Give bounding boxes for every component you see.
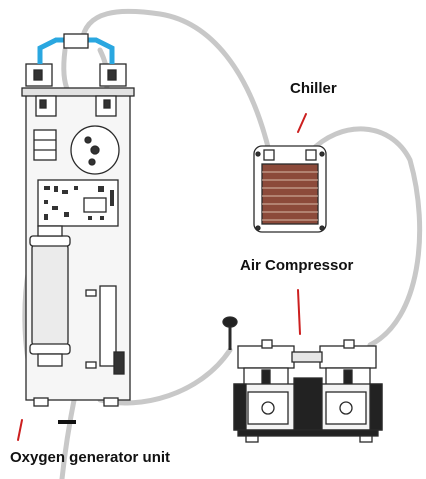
label-pointers <box>17 113 307 441</box>
transformer <box>33 129 57 161</box>
sieve-bed <box>31 243 69 347</box>
air-compressor-label: Air Compressor <box>240 257 354 274</box>
tube-generator-to-chiller <box>79 8 273 158</box>
fitting-blue-right <box>88 37 115 64</box>
generator-top-bracket <box>21 87 135 97</box>
pointer-oxygen-generator <box>17 419 23 441</box>
tube-outlet <box>59 392 78 479</box>
oxygen-generator-unit <box>21 33 135 424</box>
fitting-blue-left <box>37 37 64 64</box>
tee-fitting <box>63 33 89 49</box>
compressor-base <box>237 429 379 437</box>
chiller-fins <box>261 163 319 225</box>
air-compressor <box>222 316 383 443</box>
side-regulator <box>99 285 117 367</box>
compressor-head-left <box>237 345 295 369</box>
pointer-chiller <box>297 113 307 133</box>
pointer-compressor <box>297 289 301 335</box>
oxygen-generator-label: Oxygen generator unit <box>10 449 171 466</box>
tube-chiller-to-compressor <box>307 126 423 348</box>
chiller-label: Chiller <box>290 80 337 97</box>
compressor-head-right <box>319 345 377 369</box>
compressor-knob <box>222 316 238 328</box>
tube-clip <box>58 420 76 424</box>
chiller <box>253 145 327 233</box>
